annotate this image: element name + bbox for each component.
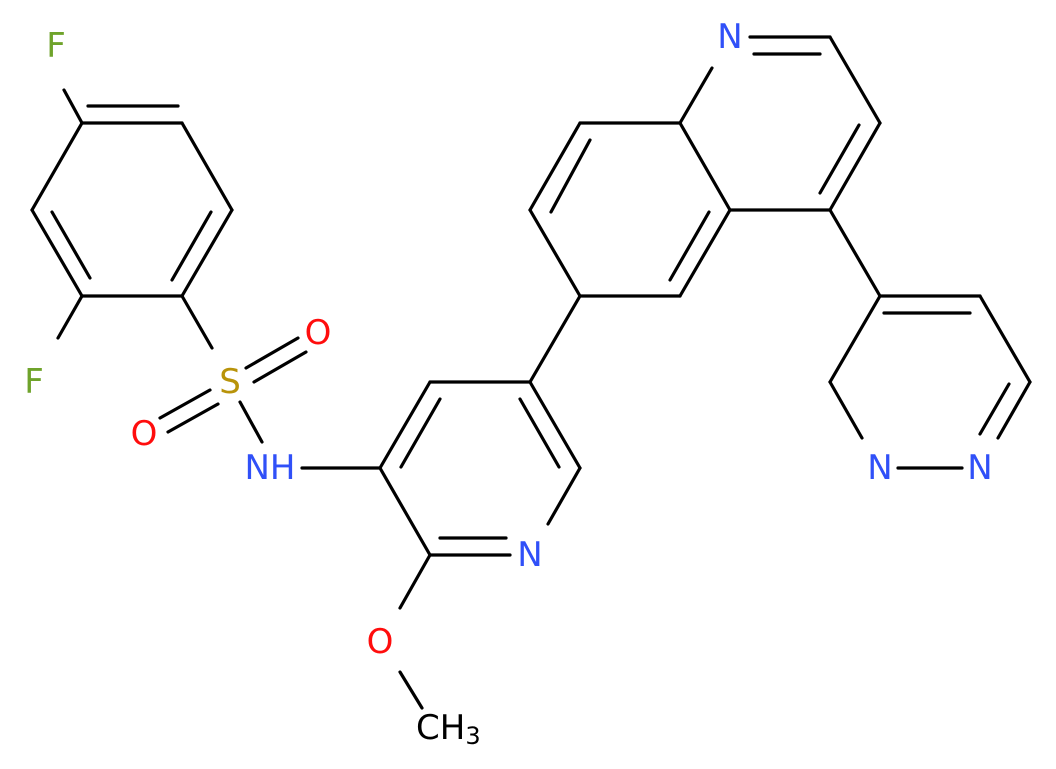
oxygen-atom-lower: O <box>131 414 158 454</box>
bond <box>528 121 582 212</box>
bond <box>56 294 84 340</box>
bond <box>828 121 882 212</box>
bond <box>828 294 882 384</box>
methyl-group: CH3 <box>416 708 481 750</box>
bond <box>398 670 424 710</box>
bond <box>818 123 861 195</box>
bond <box>528 294 582 384</box>
bond <box>978 294 1032 384</box>
bond <box>244 336 300 370</box>
bonds <box>30 35 1032 710</box>
pyridazine-nitrogen-left: N <box>867 448 892 488</box>
bond <box>378 380 432 470</box>
bond <box>170 210 213 282</box>
bond <box>828 35 882 125</box>
bond <box>518 397 561 469</box>
bond <box>528 208 582 298</box>
bond <box>668 210 711 282</box>
bond <box>398 553 432 610</box>
atom-labels: F F S O O NH N O CH3 N N N <box>24 17 993 750</box>
methoxy-oxygen: O <box>367 622 394 662</box>
bond <box>158 388 212 420</box>
bond <box>166 402 220 434</box>
methyl-ch: CH <box>416 708 465 748</box>
bond <box>399 397 442 469</box>
bond <box>978 382 1011 436</box>
bond <box>828 380 864 440</box>
bond <box>50 210 92 280</box>
bond <box>546 466 582 526</box>
fluorine-atom-left: F <box>24 362 44 402</box>
bond <box>678 208 732 298</box>
bond <box>996 380 1032 440</box>
bond <box>378 466 432 557</box>
quinoline-nitrogen: N <box>717 17 742 57</box>
bond <box>678 121 732 212</box>
bond <box>180 121 234 212</box>
oxygen-atom-upper: O <box>305 313 332 353</box>
bond <box>180 208 234 298</box>
bond <box>828 208 882 298</box>
pyridine-nitrogen: N <box>517 535 542 575</box>
nh-group: NH <box>245 448 296 488</box>
bond <box>30 121 84 212</box>
bond <box>180 294 214 350</box>
bond <box>238 400 264 444</box>
sulfur-atom: S <box>219 362 241 402</box>
bond <box>30 208 84 298</box>
bond <box>62 88 84 125</box>
methyl-subscript: 3 <box>465 722 480 750</box>
bond <box>549 138 592 214</box>
pyridazine-nitrogen-right: N <box>967 448 992 488</box>
bond <box>252 350 308 384</box>
bond <box>528 380 582 470</box>
fluorine-atom-top: F <box>46 26 66 66</box>
bond <box>678 66 714 125</box>
